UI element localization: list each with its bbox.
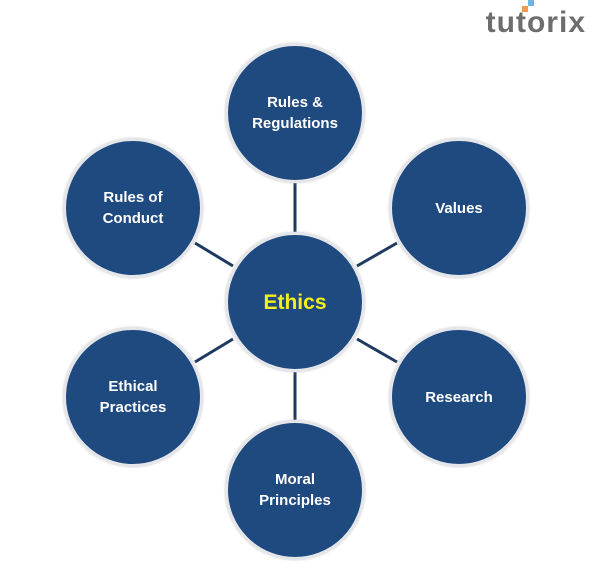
node-values: Values [389, 138, 529, 278]
node-research: Research [389, 327, 529, 467]
node-label: Values [435, 199, 483, 217]
logo-dot [528, 0, 534, 6]
node-rules-of-conduct: Rules of Conduct [63, 138, 203, 278]
logo-text: tutorix [485, 6, 586, 39]
node-label: Rules & Regulations [252, 94, 338, 132]
connector [194, 337, 234, 364]
connector [194, 241, 234, 268]
node-label: Ethical Practices [99, 378, 167, 416]
node-label: Research [425, 388, 493, 406]
node-moral-principles: Moral Principles [225, 420, 365, 560]
node-label: Moral Principles [259, 471, 331, 509]
center-node-ethics: Ethics [225, 232, 365, 372]
connector [356, 241, 398, 268]
node-ethical-practices: Ethical Practices [63, 327, 203, 467]
logo-dot [522, 6, 528, 12]
center-label: Ethics [263, 290, 327, 314]
node-rules-regulations: Rules & Regulations [225, 43, 365, 183]
tutorix-logo: tutorix [486, 6, 586, 40]
node-label: Rules of Conduct [102, 189, 164, 227]
connector [356, 337, 398, 364]
